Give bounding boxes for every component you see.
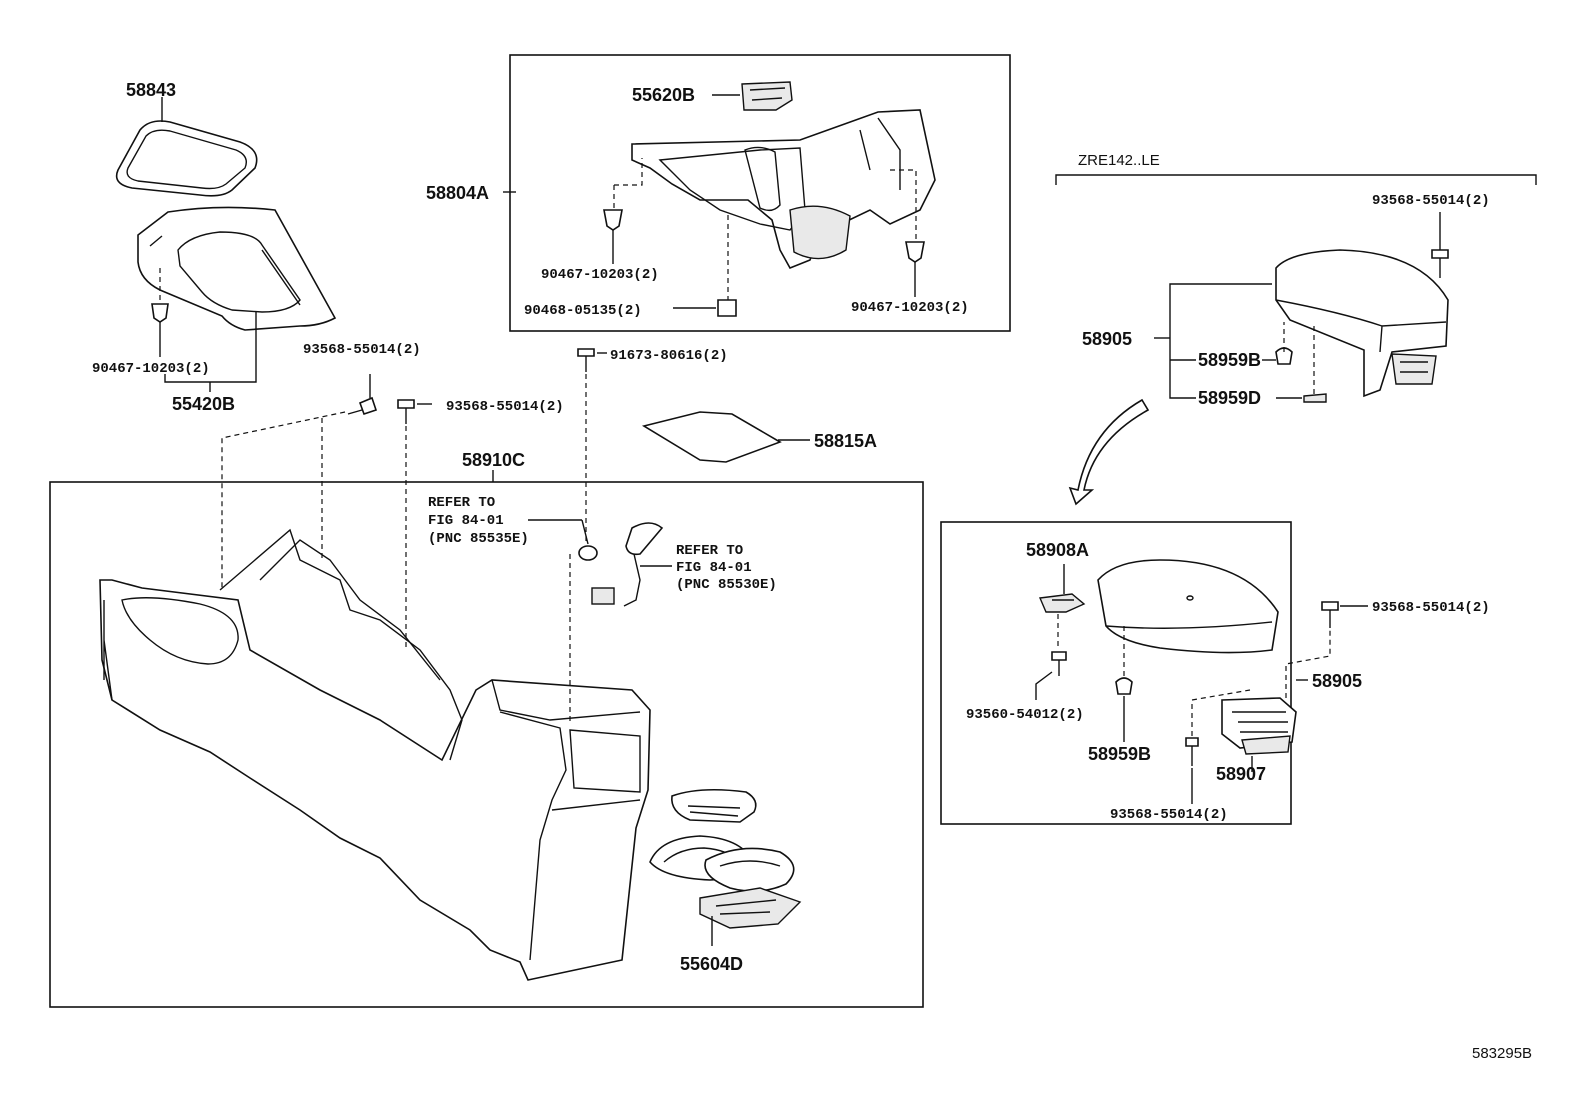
box-armrest-breakdown bbox=[940, 521, 1292, 825]
figure-code: 583295B bbox=[1472, 1045, 1532, 1062]
clip-icon bbox=[717, 299, 737, 317]
clip-icon bbox=[151, 303, 169, 323]
part-55420B-shift-bezel bbox=[137, 206, 337, 331]
part-58815A-mat bbox=[641, 411, 782, 463]
screw-icon bbox=[1051, 651, 1067, 676]
refer-note-2-line1: REFER TO bbox=[676, 543, 743, 559]
label-55620B: 55620B bbox=[632, 85, 695, 105]
label-58959B-bottom: 58959B bbox=[1088, 744, 1151, 764]
label-90467-box-left: 90467-10203(2) bbox=[541, 267, 659, 283]
refer-note-1-line1: REFER TO bbox=[428, 495, 495, 511]
label-58815A: 58815A bbox=[814, 431, 877, 451]
refer-note-2-line3: (PNC 85530E) bbox=[676, 577, 777, 593]
label-58905-bottom: 58905 bbox=[1312, 671, 1362, 691]
label-93560: 93560-54012(2) bbox=[966, 707, 1084, 723]
pad-icon bbox=[1303, 393, 1327, 403]
label-93568-a: 93568-55014(2) bbox=[303, 342, 421, 358]
label-58907: 58907 bbox=[1216, 764, 1266, 784]
part-58804A-upper-panel bbox=[631, 109, 936, 270]
clip-icon bbox=[603, 209, 623, 231]
label-90467-left: 90467-10203(2) bbox=[92, 361, 210, 377]
label-58910C: 58910C bbox=[462, 450, 525, 470]
variant-bracket bbox=[1055, 174, 1537, 185]
bolt-icon bbox=[577, 348, 595, 372]
part-58905-armrest bbox=[1275, 249, 1449, 398]
part-58907-latch bbox=[1221, 697, 1297, 755]
screw-icon bbox=[347, 396, 378, 416]
label-58843: 58843 bbox=[126, 80, 176, 100]
label-58908A: 58908A bbox=[1026, 540, 1089, 560]
label-93568-bottom-right: 93568-55014(2) bbox=[1372, 600, 1490, 616]
screw-icon bbox=[1321, 601, 1339, 628]
part-55604D-cup-holder bbox=[649, 788, 802, 929]
part-58908A-hinge bbox=[1038, 593, 1086, 613]
screw-icon bbox=[397, 399, 415, 424]
label-90468: 90468-05135(2) bbox=[524, 303, 642, 319]
clip-icon bbox=[905, 241, 925, 263]
label-93568-top-right: 93568-55014(2) bbox=[1372, 193, 1490, 209]
box-console-body bbox=[49, 481, 924, 1008]
clip-icon bbox=[1275, 347, 1293, 365]
refer-note-2-line2: FIG 84-01 bbox=[676, 560, 752, 576]
arrow-icon bbox=[1068, 398, 1150, 506]
box-shift-bezel-assembly bbox=[509, 54, 1011, 332]
label-93568-bottom: 93568-55014(2) bbox=[1110, 807, 1228, 823]
screw-icon bbox=[1185, 737, 1199, 766]
label-91673: 91673-80616(2) bbox=[610, 348, 728, 364]
label-58959B-top: 58959B bbox=[1198, 350, 1261, 370]
label-55604D: 55604D bbox=[680, 954, 743, 974]
label-58905-top: 58905 bbox=[1082, 329, 1132, 349]
label-55420B: 55420B bbox=[172, 394, 235, 414]
clip-icon bbox=[1115, 677, 1133, 695]
part-58843-trim-ring bbox=[115, 120, 258, 197]
part-58908A-lid bbox=[1097, 559, 1279, 654]
part-58910C-console bbox=[99, 528, 651, 981]
screw-icon bbox=[1431, 249, 1449, 278]
label-58959D: 58959D bbox=[1198, 388, 1261, 408]
socket-icon bbox=[578, 522, 664, 607]
refer-note-1-line2: FIG 84-01 bbox=[428, 513, 504, 529]
refer-note-1-line3: (PNC 85535E) bbox=[428, 531, 529, 547]
label-90467-box-right: 90467-10203(2) bbox=[851, 300, 969, 316]
label-58804A: 58804A bbox=[426, 183, 489, 203]
label-93568-b: 93568-55014(2) bbox=[446, 399, 564, 415]
part-55620B-insert bbox=[741, 81, 793, 111]
variant-label: ZRE142..LE bbox=[1078, 152, 1160, 169]
